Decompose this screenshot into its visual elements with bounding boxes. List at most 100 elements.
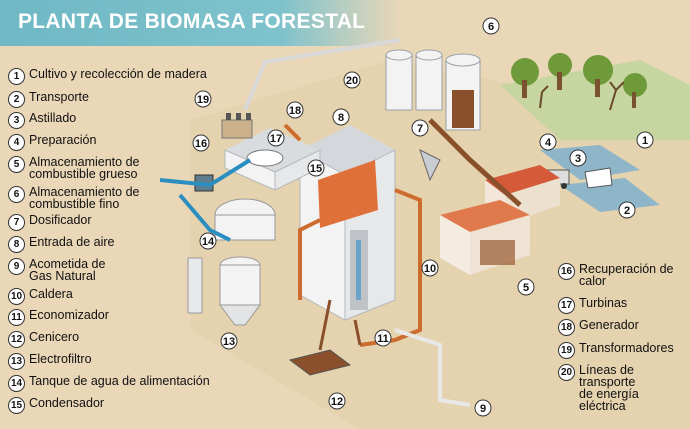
svg-text:1: 1 [642,135,648,147]
gas-pipe [394,328,471,407]
legend-label: Recuperación de calor [579,262,674,288]
callout-4: 4 [539,133,557,151]
svg-text:18: 18 [289,105,301,117]
coarse-fuel-storage [440,200,530,275]
svg-text:8: 8 [338,112,344,124]
svg-text:17: 17 [270,133,282,145]
callout-13: 13 [220,332,238,350]
svg-text:6: 6 [488,21,494,33]
legend-label: Turbinas [579,296,628,310]
legend-number: 11 [8,309,25,326]
svg-text:10: 10 [424,263,436,275]
callout-3: 3 [569,149,587,167]
boiler-building [299,125,396,321]
legend-label: Transporte [29,90,89,104]
legend-number: 8 [8,236,25,253]
svg-text:15: 15 [310,163,322,175]
legend-number: 13 [8,353,25,370]
svg-text:11: 11 [377,333,389,345]
transport-fields [540,145,660,212]
legend-number: 20 [558,364,575,381]
conveyor-belt [428,118,522,207]
legend-number: 5 [8,156,25,173]
title-banner: PLANTA DE BIOMASA FORESTAL [0,0,400,46]
forest-field [500,53,690,140]
legend-label: Electrofiltro [29,352,92,366]
legend-item: 14 Tanque de agua de alimentación [8,375,210,392]
callout-16: 16 [192,134,210,152]
legend-item: 2 Transporte [8,91,89,108]
legend-number: 3 [8,112,25,129]
callout-11: 11 [374,329,392,347]
legend-label: Líneas de transporte de energía eléctric… [579,363,639,413]
svg-text:3: 3 [575,153,581,165]
legend-item: 8 Entrada de aire [8,236,114,253]
fine-fuel-silos [385,49,481,131]
legend-item: 13 Electrofiltro [8,353,92,370]
legend-label: Cultivo y recolección de madera [29,67,207,81]
diagram-title: PLANTA DE BIOMASA FORESTAL [18,10,366,33]
callout-8: 8 [332,108,350,126]
callout-12: 12 [328,392,346,410]
legend-number: 10 [8,288,25,305]
legend-number: 14 [8,375,25,392]
legend-item: 18 Generador [558,319,639,336]
svg-text:4: 4 [545,137,552,149]
legend-item: 1 Cultivo y recolección de madera [8,68,207,85]
ash-bin [288,349,352,376]
legend-number: 19 [558,342,575,359]
svg-text:2: 2 [624,205,630,217]
diagram-callouts: 1 2 3 4 5 6 7 8 9 10 11 12 13 14 15 16 1… [192,17,654,417]
legend-number: 4 [8,134,25,151]
legend-label: Almacenamiento de combustible grueso [29,155,140,181]
legend-number: 18 [558,319,575,336]
legend-number: 7 [8,214,25,231]
callout-17: 17 [267,129,285,147]
callout-18: 18 [286,101,304,119]
legend-label: Entrada de aire [29,235,115,249]
callout-1: 1 [636,131,654,149]
svg-text:16: 16 [195,138,207,150]
callout-14: 14 [199,232,217,250]
svg-text:7: 7 [417,123,423,135]
callout-2: 2 [618,201,636,219]
svg-text:14: 14 [202,236,215,248]
legend-label: Caldera [29,287,73,301]
callout-19: 19 [194,90,212,108]
legend-label: Astillado [29,111,77,125]
legend-label: Generador [579,318,639,332]
svg-text:19: 19 [197,94,209,106]
callout-9: 9 [474,399,492,417]
transformers [221,113,253,139]
svg-text:5: 5 [523,282,529,294]
svg-text:13: 13 [223,336,235,348]
legend-number: 2 [8,91,25,108]
electrofilter [187,256,261,326]
svg-text:20: 20 [346,75,358,87]
callout-10: 10 [421,259,439,277]
callout-6: 6 [482,17,500,35]
legend-number: 15 [8,397,25,414]
legend-label: Acometida de Gas Natural [29,257,106,283]
legend-label: Condensador [29,396,105,410]
legend-number: 17 [558,297,575,314]
turbine-hall [224,128,321,191]
tree-icon [511,53,647,108]
legend-number: 6 [8,186,25,203]
svg-text:12: 12 [331,396,343,408]
legend-number: 1 [8,68,25,85]
legend-label: Almacenamiento de combustible fino [29,185,140,211]
legend-item: 3 Astillado [8,112,76,129]
legend-label: Tanque de agua de alimentación [29,374,210,388]
legend-item: 15 Condensador [8,397,104,414]
legend-number: 12 [8,331,25,348]
callout-20: 20 [343,71,361,89]
